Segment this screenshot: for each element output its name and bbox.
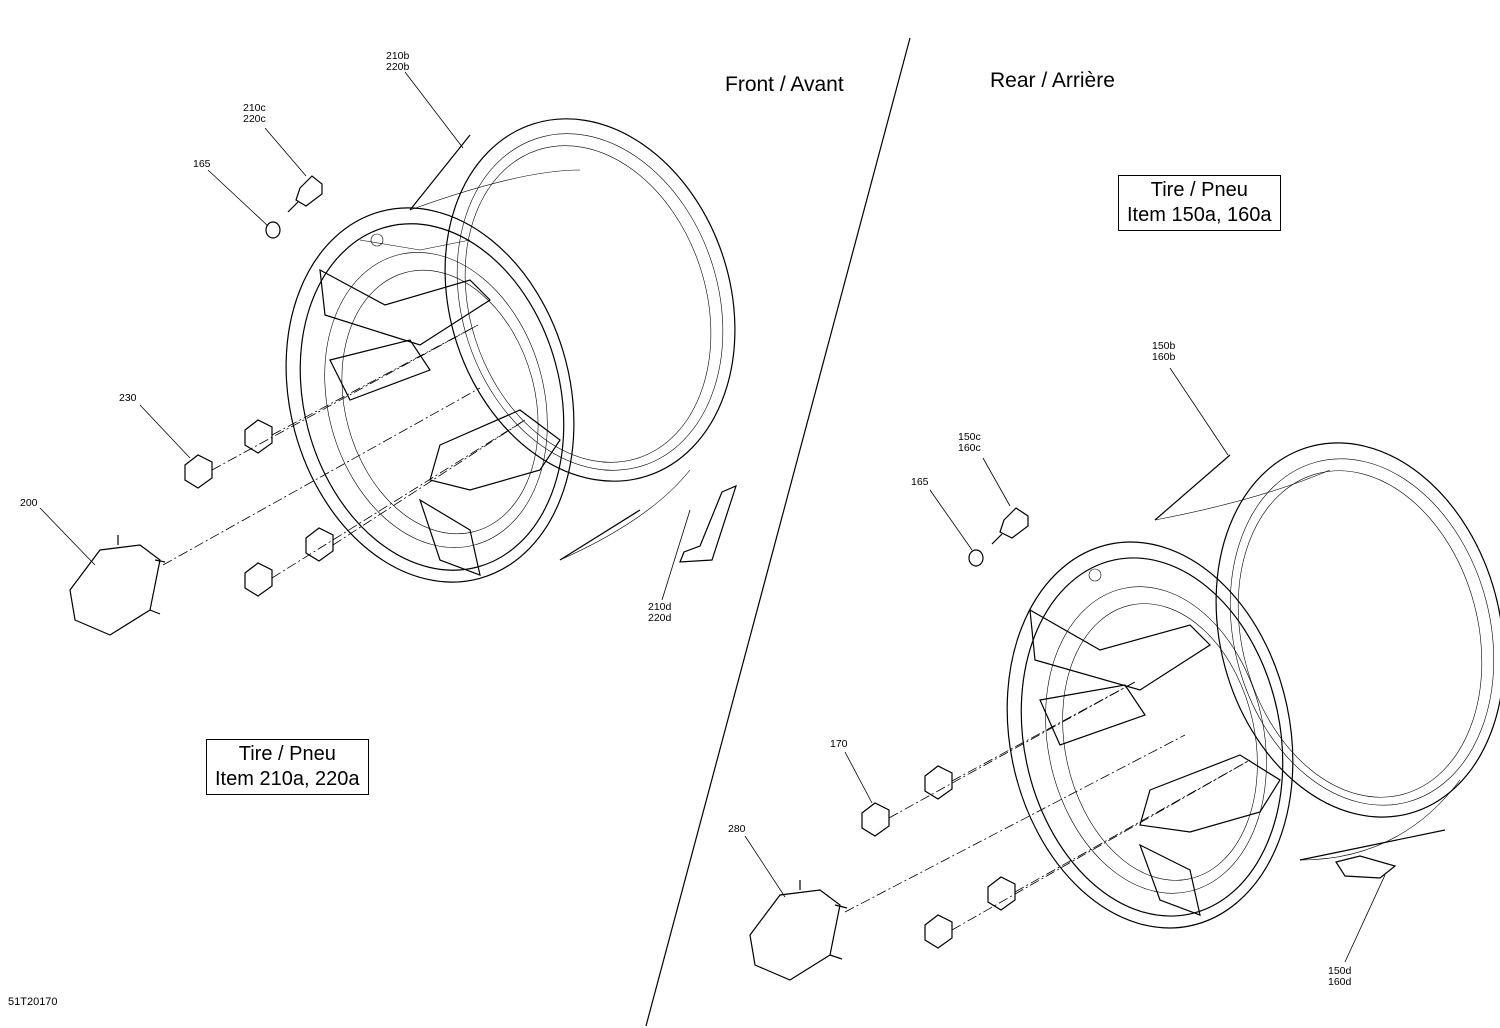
rear-tire-box: Tire / Pneu Item 150a, 160a bbox=[1118, 175, 1281, 231]
callout-front-210b: 210b 220b bbox=[386, 51, 409, 73]
callout-label: 230 bbox=[119, 392, 137, 404]
front-wheel bbox=[285, 118, 736, 583]
callout-label: 165 bbox=[193, 158, 211, 170]
callout-label: 160c bbox=[958, 442, 981, 454]
rear-valve-stem bbox=[991, 507, 1029, 545]
callout-front-230: 230 bbox=[119, 393, 137, 404]
rear-wheel-weight bbox=[1335, 855, 1397, 879]
callout-front-165: 165 bbox=[193, 159, 211, 170]
callout-rear-150d: 150d 160d bbox=[1328, 966, 1351, 988]
section-divider bbox=[645, 37, 911, 1027]
callout-label: 220d bbox=[648, 612, 672, 624]
callout-label: 170 bbox=[830, 738, 848, 750]
callout-label: 150c bbox=[958, 431, 981, 443]
callout-label: 220b bbox=[386, 61, 410, 73]
rear-tire-box-line1: Tire / Pneu bbox=[1150, 179, 1248, 201]
callout-rear-165: 165 bbox=[911, 477, 929, 488]
front-section-title: Front / Avant bbox=[725, 73, 844, 96]
callout-front-210c: 210c 220c bbox=[243, 103, 266, 125]
callout-label: 200 bbox=[20, 497, 38, 509]
rear-wheel bbox=[1006, 442, 1500, 929]
callout-label: 150d bbox=[1328, 965, 1352, 977]
front-lug-nuts bbox=[184, 419, 334, 597]
rear-section-title: Rear / Arrière bbox=[990, 69, 1115, 92]
callout-rear-280: 280 bbox=[728, 824, 746, 835]
callout-label: 220c bbox=[243, 113, 266, 125]
rear-lug-nuts bbox=[861, 765, 1016, 949]
callout-label: 210b bbox=[386, 50, 410, 62]
callout-label: 210c bbox=[243, 102, 266, 114]
callout-label: 165 bbox=[911, 476, 929, 488]
callout-label: 160d bbox=[1328, 976, 1352, 988]
rear-tire-box-line2: Item 150a, 160a bbox=[1127, 204, 1272, 226]
callout-label: 280 bbox=[728, 823, 746, 835]
front-wheel-weight bbox=[679, 484, 737, 563]
callout-label: 210d bbox=[648, 601, 672, 613]
front-valve-stem bbox=[287, 175, 323, 213]
front-tire-box-line2: Item 210a, 220a bbox=[215, 768, 360, 790]
rear-hub-cap bbox=[749, 880, 848, 981]
rear-valve-cap bbox=[968, 549, 984, 567]
callout-label: 150b bbox=[1152, 340, 1176, 352]
front-valve-cap bbox=[265, 221, 281, 239]
callout-front-210d: 210d 220d bbox=[648, 602, 671, 624]
callout-rear-150b: 150b 160b bbox=[1152, 341, 1175, 363]
document-id: 51T20170 bbox=[8, 996, 58, 1008]
callout-rear-150c: 150c 160c bbox=[958, 432, 981, 454]
front-tire-box: Tire / Pneu Item 210a, 220a bbox=[206, 739, 369, 795]
front-hub-cap bbox=[69, 535, 166, 636]
front-tire-box-line1: Tire / Pneu bbox=[238, 743, 336, 765]
callout-front-200: 200 bbox=[20, 498, 38, 509]
callout-rear-170: 170 bbox=[830, 739, 848, 750]
callout-label: 160b bbox=[1152, 351, 1176, 363]
